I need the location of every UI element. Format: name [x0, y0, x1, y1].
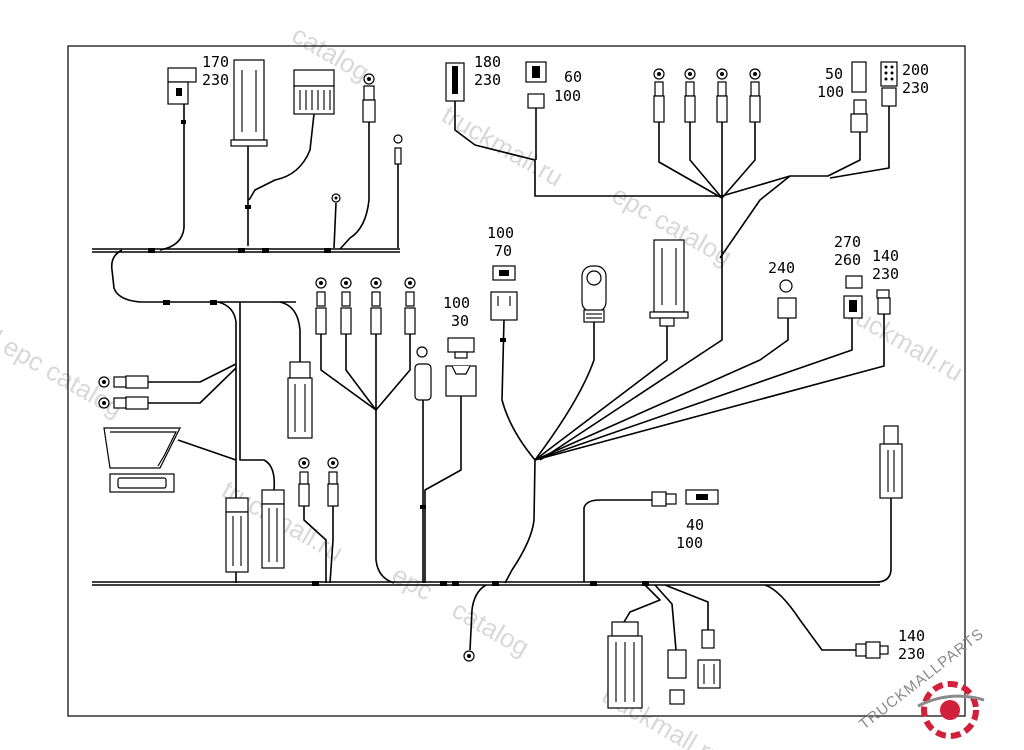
- left-sensors: [98, 363, 237, 410]
- control-unit: [103, 427, 237, 493]
- wire-left-vertical: [239, 302, 276, 491]
- multi-pin-connector: [534, 239, 689, 461]
- grid-connector: [248, 69, 335, 201]
- label-260: 260: [834, 251, 861, 269]
- wire-left-vertical: [217, 301, 237, 583]
- tall-connector: [230, 59, 268, 246]
- watermark-text: l epc catalog: [0, 324, 128, 423]
- wire-branch: [719, 175, 791, 259]
- probe-sensor: [340, 277, 377, 411]
- connector-240: [534, 279, 797, 461]
- left-mid-connector: [279, 301, 313, 439]
- connector-270-260: [534, 275, 863, 461]
- label-50: 50: [825, 65, 843, 83]
- lower-connector-group: [607, 584, 721, 709]
- top-trunk: [92, 248, 400, 305]
- probe-sensor: [716, 68, 728, 198]
- label-230: 230: [872, 265, 899, 283]
- watermark-text: truckmall.ru: [437, 99, 568, 192]
- label-230: 230: [898, 645, 925, 663]
- label-60: 60: [564, 68, 582, 86]
- label-100: 100: [443, 294, 470, 312]
- label-100: 100: [487, 224, 514, 242]
- small-probe: [393, 134, 403, 248]
- sensor-group-middle: [315, 277, 416, 584]
- label-180: 180: [474, 53, 501, 71]
- label-240: 240: [768, 259, 795, 277]
- label-200: 200: [902, 61, 929, 79]
- ground-ring-terminal: [463, 584, 487, 662]
- label-230: 230: [902, 79, 929, 97]
- connector-140-230-a: [534, 289, 891, 461]
- label-140: 140: [898, 627, 925, 645]
- relay-100-70: [490, 265, 536, 461]
- sensor-group-top-right: [653, 68, 761, 199]
- connector-140-230-b: [764, 584, 889, 659]
- label-270: 270: [834, 233, 861, 251]
- label-100: 100: [817, 83, 844, 101]
- label-30: 30: [451, 312, 469, 330]
- label-100: 100: [676, 534, 703, 552]
- round-sensor: [534, 265, 607, 461]
- connector-170-230: [159, 67, 197, 251]
- probe-sensor: [370, 277, 382, 410]
- diagram-frame: [67, 45, 966, 717]
- connector-200-230: [829, 61, 898, 179]
- probe-sensor: [721, 68, 761, 199]
- connector-60-100: [525, 61, 547, 160]
- label-40: 40: [686, 516, 704, 534]
- connector-40-100: [583, 489, 719, 582]
- probe-sensor: [684, 68, 723, 199]
- ring-terminal-sensor: [339, 73, 376, 250]
- ring-terminal-small: [331, 193, 341, 249]
- sensor-group-lower-left: [298, 457, 339, 584]
- label-70: 70: [494, 242, 512, 260]
- wire-trunk-right: [539, 196, 723, 461]
- connector-180-230: [445, 62, 722, 197]
- label-100: 100: [554, 87, 581, 105]
- right-tall-connector: [760, 425, 903, 583]
- pressure-sensor: [414, 346, 432, 583]
- probe-sensor: [315, 277, 377, 411]
- probe-sensor: [653, 68, 723, 199]
- watermark-text: catalog: [447, 594, 535, 662]
- dual-connector-left: [225, 489, 285, 573]
- connector-100-30: [424, 337, 477, 583]
- label-230: 230: [202, 71, 229, 89]
- probe-sensor: [375, 277, 416, 411]
- label-140: 140: [872, 247, 899, 265]
- label-170: 170: [202, 53, 229, 71]
- wire-center-down: [504, 459, 536, 584]
- connector-50-100: [721, 61, 868, 197]
- label-230: 230: [474, 71, 501, 89]
